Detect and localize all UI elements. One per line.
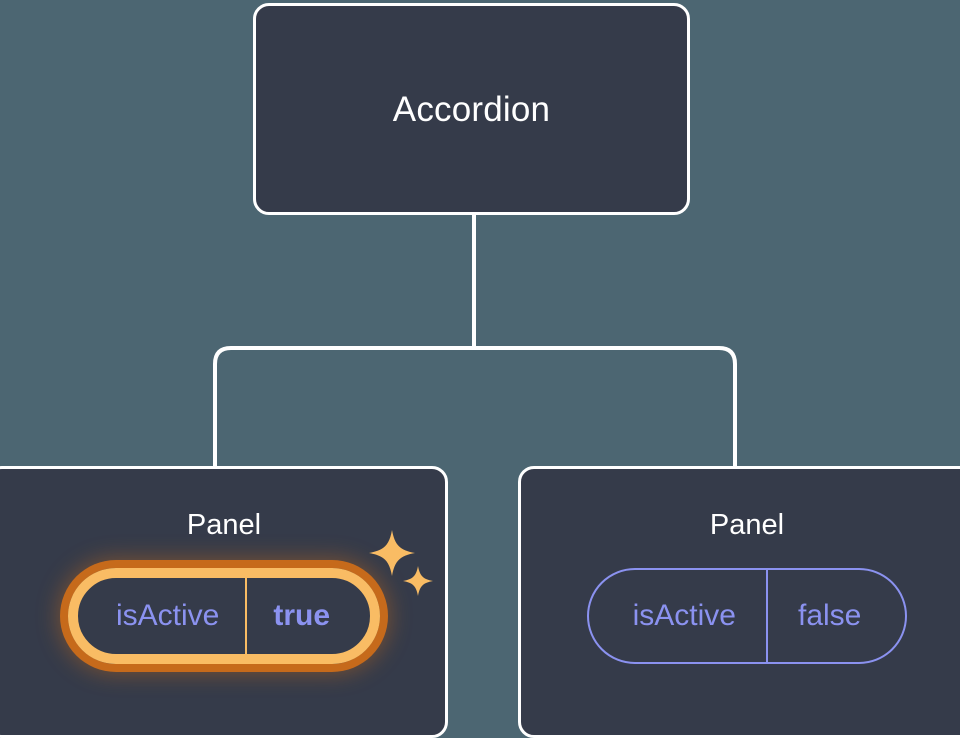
prop-value-label: true	[245, 578, 370, 654]
node-panel-inactive[interactable]: Panel isActive false	[518, 466, 960, 738]
node-accordion[interactable]: Accordion	[253, 3, 690, 215]
node-panel-active-title: Panel	[186, 509, 262, 541]
sparkle-group	[369, 530, 435, 604]
prop-key-label: isActive	[115, 599, 220, 632]
sparkle-small-icon	[403, 566, 433, 596]
node-accordion-title: Accordion	[392, 89, 551, 129]
prop-pill-isactive-false[interactable]: isActive false	[586, 568, 908, 664]
node-panel-active-body: Panel isActive true	[0, 511, 445, 664]
node-panel-active[interactable]: Panel isActive true	[0, 466, 448, 738]
prop-pill-isactive-true[interactable]: isActive true	[67, 568, 381, 664]
prop-pill-active-wrap: isActive true	[3, 530, 445, 664]
prop-pill-inactive-wrap: isActive false	[521, 568, 960, 664]
prop-key-label: isActive	[632, 599, 736, 632]
prop-value-label: false	[765, 570, 905, 662]
node-panel-inactive-title: Panel	[709, 509, 785, 541]
connector-branch-bar	[213, 346, 737, 466]
